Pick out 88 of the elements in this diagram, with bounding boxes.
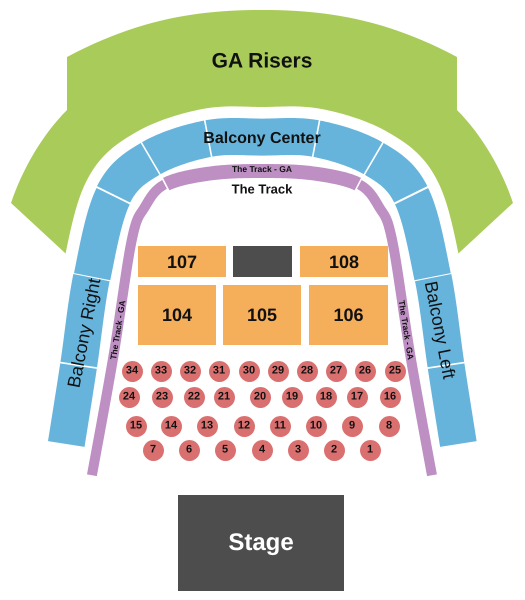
table-number: 3: [294, 444, 302, 456]
table-marker: [306, 416, 326, 436]
section-label: Balcony Right: [64, 276, 104, 390]
floor-section: [138, 246, 226, 277]
table-number: 1: [366, 444, 374, 456]
area-label: The Track: [232, 182, 292, 196]
table-number: 16: [384, 392, 396, 402]
section-number: 107: [166, 252, 198, 270]
table-number: 33: [154, 366, 168, 376]
section-label: The Track - GA: [232, 164, 292, 174]
table-number: 23: [156, 392, 168, 402]
table-marker: [282, 386, 302, 408]
table-marker: [250, 386, 270, 408]
table-number: 24: [122, 392, 136, 402]
table-number: 28: [300, 366, 314, 376]
section-label: The Track - GA: [397, 300, 415, 360]
table-number: 5: [222, 444, 228, 456]
table-number: 32: [184, 366, 196, 376]
table-marker: [316, 386, 336, 408]
table-number: 27: [330, 366, 342, 376]
table-number: 19: [286, 392, 298, 402]
table-marker: [196, 416, 218, 436]
table-marker: [342, 416, 362, 436]
table-number: 11: [274, 420, 286, 432]
section-number: 106: [333, 306, 364, 324]
table-marker: [160, 416, 182, 436]
table-marker: [252, 440, 272, 460]
table-marker: [354, 360, 376, 382]
table-marker: [122, 360, 142, 382]
section-label: GA Risers: [212, 50, 312, 72]
table-marker: [346, 386, 368, 408]
table-marker: [268, 360, 288, 382]
table-number: 21: [218, 392, 230, 402]
table-number: 10: [310, 420, 322, 432]
table-marker: [152, 386, 172, 408]
table-marker: [126, 416, 146, 436]
floor-section: [300, 246, 388, 277]
table-marker: [214, 440, 236, 460]
table-number: 9: [348, 420, 356, 432]
table-marker: [178, 440, 200, 460]
table-number: 17: [350, 392, 364, 402]
table-marker: [324, 440, 344, 460]
table-marker: [326, 360, 346, 382]
table-marker: [214, 386, 234, 408]
floor-section: [309, 285, 388, 345]
table-marker: [296, 360, 318, 382]
table-number: 29: [272, 366, 284, 376]
table-marker: [184, 386, 204, 408]
section-number: 108: [328, 252, 360, 270]
table-marker: [270, 416, 290, 436]
floor-section: [138, 285, 216, 345]
table-number: 13: [200, 420, 214, 432]
table-marker: [208, 360, 230, 382]
table-number: 4: [258, 444, 266, 456]
section-number: 105: [246, 306, 278, 324]
table-marker: [360, 440, 380, 460]
table-marker: [142, 440, 164, 460]
table-number: 34: [126, 366, 138, 376]
table-number: 12: [238, 420, 250, 432]
table-number: 22: [188, 392, 200, 402]
table-number: 15: [130, 420, 142, 432]
section-label: The Track - GA: [109, 300, 127, 360]
table-marker: [238, 360, 260, 382]
table-number: 31: [212, 366, 226, 376]
table-marker: [380, 386, 400, 408]
table-marker: [378, 416, 400, 436]
table-number: 26: [358, 366, 372, 376]
table-marker: [118, 386, 140, 408]
table-number: 6: [186, 444, 192, 456]
blocked-area: [233, 246, 292, 277]
table-number: 2: [330, 444, 338, 456]
table-number: 8: [386, 420, 392, 432]
table-number: 18: [320, 392, 332, 402]
table-marker: [288, 440, 308, 460]
table-number: 7: [150, 444, 156, 456]
table-marker: [150, 360, 172, 382]
stage-label: Stage: [228, 531, 294, 555]
section-number: 104: [162, 306, 192, 324]
table-marker: [234, 416, 254, 436]
stage-block: [178, 495, 344, 591]
table-marker: [180, 360, 200, 382]
table-number: 30: [242, 366, 256, 376]
table-number: 20: [254, 392, 266, 402]
table-marker: [384, 360, 406, 382]
table-number: 14: [164, 420, 178, 432]
section-label: Balcony Left: [422, 280, 458, 380]
floor-section: [223, 285, 301, 345]
table-number: 25: [388, 366, 402, 376]
